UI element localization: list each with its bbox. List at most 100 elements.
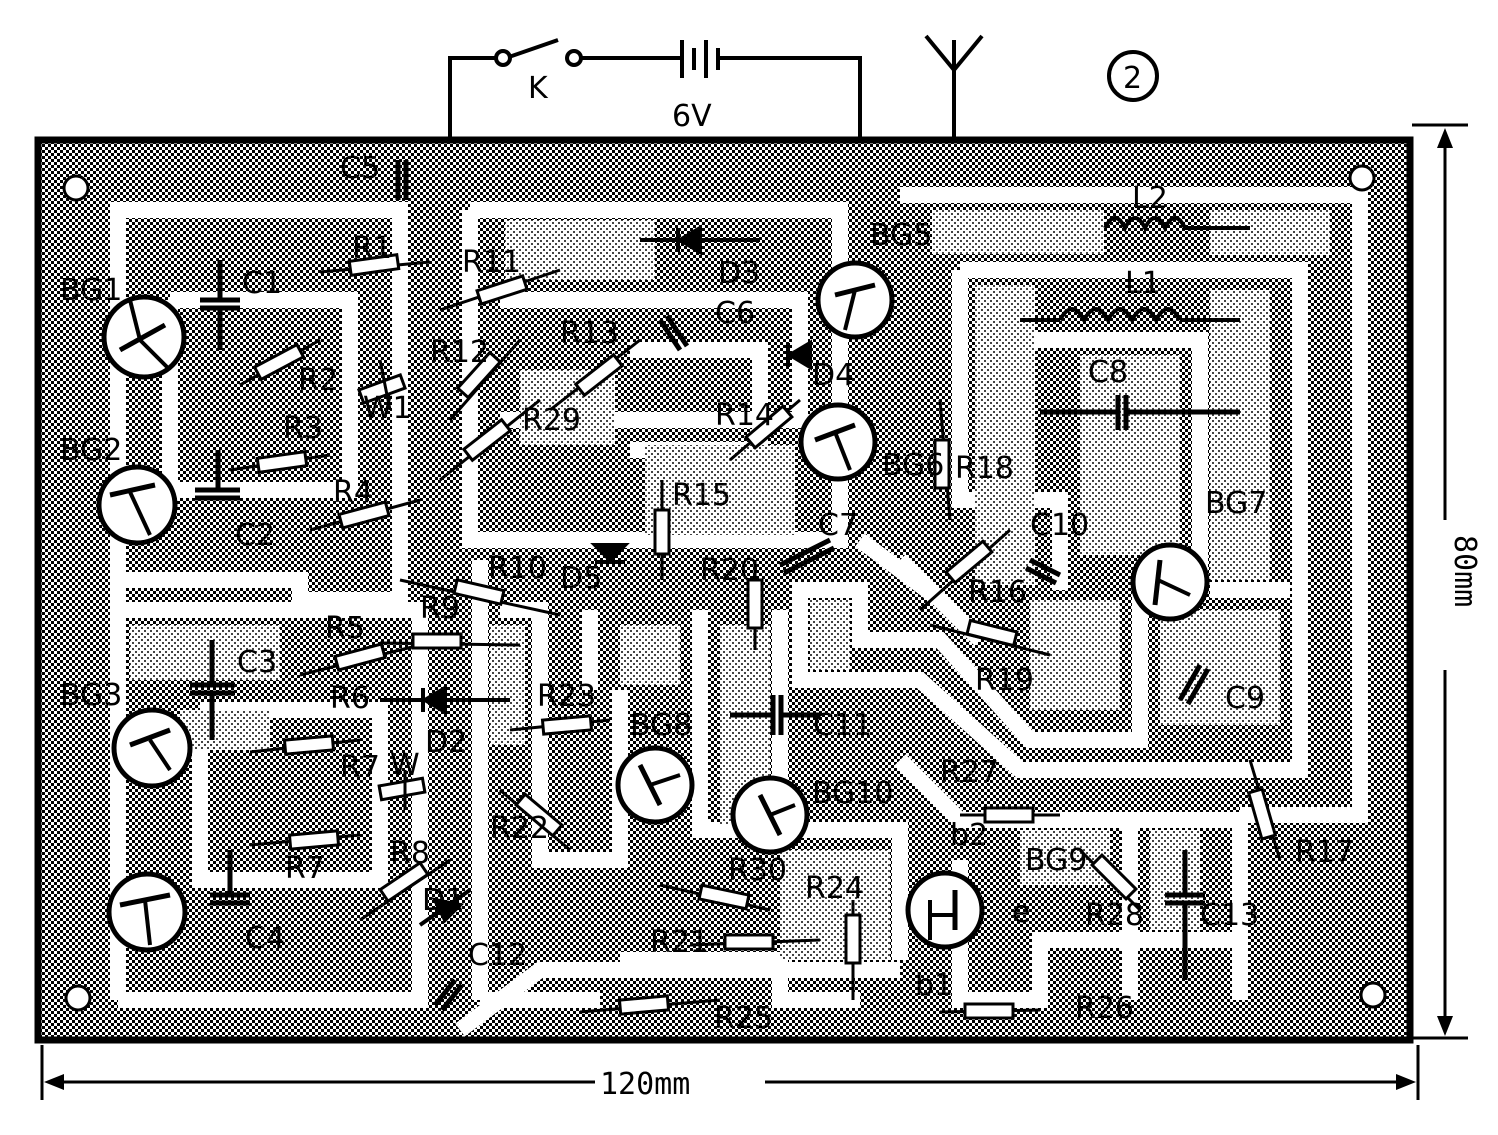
inductor-l2 <box>1103 216 1250 233</box>
capacitor-c4 <box>210 850 250 906</box>
inductor-l1 <box>1020 307 1240 325</box>
label-r27: R27 <box>940 755 999 790</box>
diode-d4 <box>786 339 812 371</box>
resistor-r21 <box>689 933 821 951</box>
figure-number: 2 <box>1107 50 1159 102</box>
transistor-bg10-icon <box>730 775 810 855</box>
label-c7: C7 <box>818 508 858 543</box>
transistor-bg1-icon <box>101 294 187 380</box>
label-r2: R2 <box>298 363 338 398</box>
capacitor-c6 <box>657 314 690 352</box>
label-c3: C3 <box>237 645 277 680</box>
resistor-r17 <box>1246 759 1282 861</box>
battery-label: 6V <box>672 99 712 134</box>
label-r15: R15 <box>672 478 731 513</box>
capacitor-c10 <box>1024 557 1062 586</box>
trimmer-w2 <box>377 770 427 810</box>
switch-label: K <box>528 71 549 106</box>
resistors <box>229 253 1282 1020</box>
label-r21: R21 <box>650 925 709 960</box>
label-c5: C5 <box>340 151 380 186</box>
label-bg10: BG10 <box>812 776 893 811</box>
label-bg9: BG9 <box>1025 843 1087 878</box>
label-bg8: BG8 <box>630 708 692 743</box>
label-r23: R23 <box>537 679 596 714</box>
resistor-r18 <box>933 399 952 521</box>
resistor-r10 <box>399 577 561 617</box>
transistor-bg4-icon <box>106 871 188 953</box>
resistor-r29 <box>439 398 541 482</box>
diode-d3 <box>640 224 760 256</box>
label-r22: R22 <box>490 811 549 846</box>
resistor-r25 <box>579 994 721 1016</box>
label-r24: R24 <box>805 871 864 906</box>
resistor-r23 <box>509 714 611 736</box>
label-c11: C11 <box>813 708 872 743</box>
width-label: 120mm <box>600 1067 690 1102</box>
label-r7a: R7 <box>340 750 380 785</box>
label-r9: R9 <box>420 591 460 626</box>
resistor-r26 <box>939 1002 1041 1020</box>
resistor-r11 <box>439 268 561 312</box>
label-d2: D2 <box>425 725 467 760</box>
supply-circuit <box>448 38 862 300</box>
capacitor-c8 <box>1040 395 1240 430</box>
resistor-r1 <box>319 253 431 277</box>
label-r29: R29 <box>522 403 581 438</box>
label-r13: R13 <box>560 316 619 351</box>
label-c4: C4 <box>245 921 285 956</box>
label-r12: R12 <box>430 335 489 370</box>
label-c13: C13 <box>1200 898 1259 933</box>
label-r5: R5 <box>325 611 365 646</box>
capacitor-c12 <box>433 978 464 1012</box>
label-bg1: BG1 <box>60 273 122 308</box>
label-c12: C12 <box>468 938 527 973</box>
capacitor-c1 <box>200 260 240 350</box>
label-r14: R14 <box>715 398 774 433</box>
label-r28: R28 <box>1085 898 1144 933</box>
height-label: 80mm <box>1447 535 1482 607</box>
label-bg7: BG7 <box>1205 486 1267 521</box>
resistor-r13 <box>549 338 641 412</box>
label-r3: R3 <box>283 411 323 446</box>
resistor-r24 <box>844 900 862 1000</box>
resistor-r7b <box>249 829 361 851</box>
resistor-r4 <box>309 498 421 532</box>
label-bg2: BG2 <box>60 433 122 468</box>
transistor-bg8-icon <box>615 745 695 825</box>
inductors <box>1020 216 1250 325</box>
resistor-r12 <box>448 339 522 421</box>
diodes <box>380 224 812 927</box>
resistor-r19 <box>929 618 1051 657</box>
label-r1: R1 <box>352 231 392 266</box>
label-r18: R18 <box>955 451 1014 486</box>
resistor-r9 <box>379 632 521 650</box>
resistor-r27 <box>960 806 1060 824</box>
label-r10: R10 <box>488 551 547 586</box>
mounting-holes <box>62 164 1387 1012</box>
resistor-r8 <box>359 858 451 922</box>
label-r4: R4 <box>333 475 373 510</box>
resistor-r16 <box>919 528 1011 612</box>
label-e: e <box>1012 895 1030 930</box>
capacitor-c2 <box>195 450 240 501</box>
transistor-bg3-icon <box>111 707 193 789</box>
label-b2: b2 <box>950 818 988 853</box>
label-bg3: BG3 <box>60 678 122 713</box>
diode-d5 <box>590 543 630 564</box>
label-c6: C6 <box>715 296 755 331</box>
capacitor-c3 <box>190 640 235 740</box>
dimension-width <box>40 1045 1420 1100</box>
label-c10: C10 <box>1030 508 1089 543</box>
label-r8: R8 <box>390 836 430 871</box>
label-b1: b1 <box>915 968 953 1003</box>
label-l2: L2 <box>1132 181 1168 216</box>
label-l1: L1 <box>1125 266 1161 301</box>
capacitor-c7 <box>778 537 836 576</box>
label-r11: R11 <box>462 245 521 280</box>
label-bg6: BG6 <box>882 448 944 483</box>
diode-d1 <box>418 888 472 927</box>
resistor-r5 <box>299 642 421 677</box>
capacitors <box>190 160 1240 1012</box>
